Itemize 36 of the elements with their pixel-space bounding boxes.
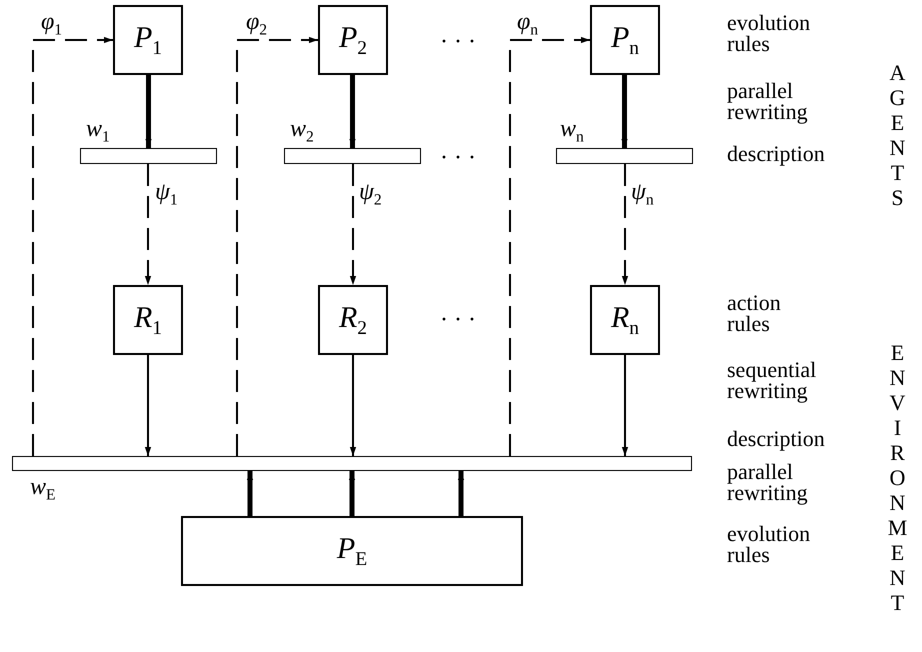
vertical-label: AGENTS bbox=[886, 60, 908, 210]
double-arrow bbox=[621, 75, 628, 148]
double-arrow bbox=[348, 471, 356, 516]
double-arrow bbox=[458, 471, 464, 516]
description-bar bbox=[284, 148, 421, 164]
double-arrow bbox=[145, 75, 152, 148]
vertical-label: ENVIRONMENT bbox=[886, 340, 908, 615]
variable-label: w$_{n}$ bbox=[560, 117, 584, 146]
row-label: description bbox=[727, 428, 825, 449]
dashed-arrow bbox=[509, 36, 590, 456]
double-arrow bbox=[246, 471, 254, 516]
variable-label: w$_{2}$ bbox=[290, 117, 314, 146]
description-bar bbox=[80, 148, 217, 164]
double-arrow bbox=[349, 75, 356, 148]
dashed-arrow bbox=[144, 164, 152, 285]
arrow bbox=[144, 355, 152, 456]
ellipsis: · · · bbox=[440, 30, 476, 54]
arrow bbox=[350, 355, 356, 456]
dashed-arrow bbox=[350, 164, 356, 285]
ellipsis: · · · bbox=[440, 308, 476, 332]
row-label: parallel rewriting bbox=[727, 80, 809, 122]
row-label: action rules bbox=[727, 292, 782, 334]
row-label: evolution rules bbox=[727, 12, 812, 54]
row-label: parallel rewriting bbox=[727, 461, 809, 503]
description-bar bbox=[556, 148, 693, 164]
ellipsis: · · · bbox=[440, 146, 476, 170]
row-label: description bbox=[727, 143, 825, 164]
variable-label: w$_{E}$ bbox=[30, 475, 56, 504]
dashed-arrow bbox=[622, 164, 628, 285]
row-label: sequential rewriting bbox=[727, 359, 818, 401]
variable-label: w$_{1}$ bbox=[86, 117, 110, 146]
arrow bbox=[622, 355, 628, 456]
dashed-arrow bbox=[32, 36, 113, 456]
row-label: evolution rules bbox=[727, 523, 812, 565]
dashed-arrow bbox=[236, 36, 318, 456]
description-bar bbox=[12, 456, 692, 471]
